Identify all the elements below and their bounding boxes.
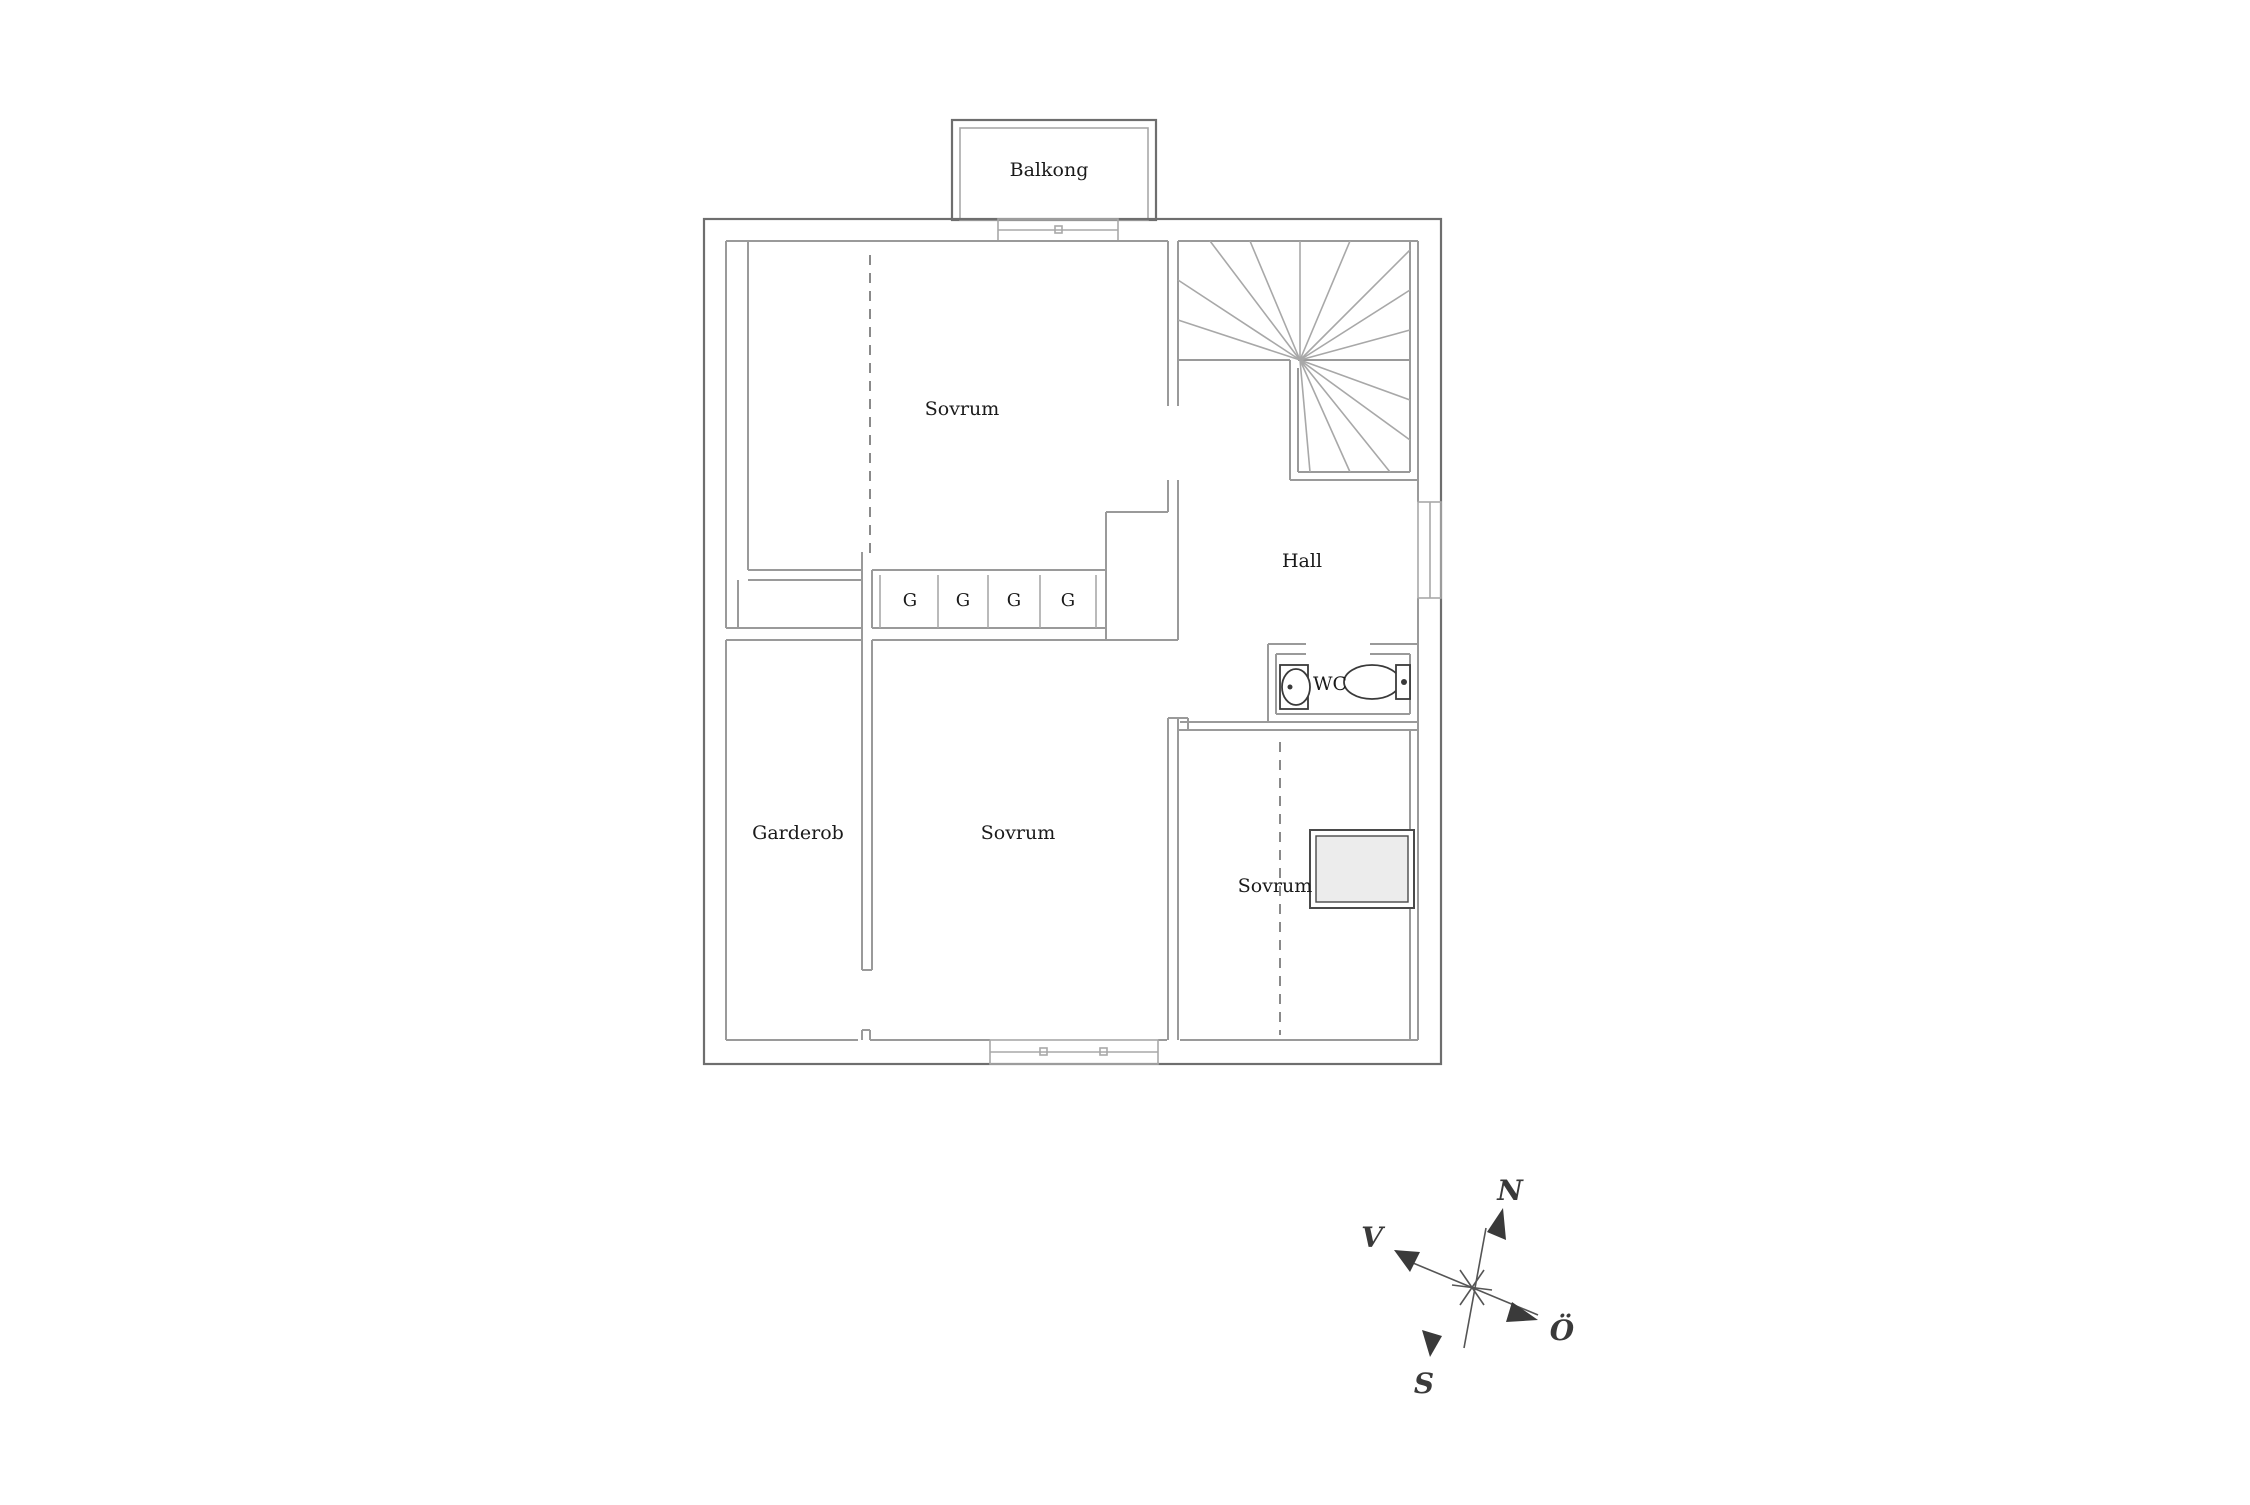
closet-label: G xyxy=(1061,590,1075,611)
label-wardrobe: Garderob xyxy=(752,822,844,844)
south-arrow-icon xyxy=(1422,1330,1442,1357)
sink-icon xyxy=(1279,664,1311,710)
staircase xyxy=(1177,240,1418,481)
closet-row xyxy=(861,552,1178,641)
label-wc: WC xyxy=(1313,673,1347,695)
windows xyxy=(989,218,1442,1065)
compass-rose xyxy=(1394,1208,1539,1357)
skylight-icon xyxy=(1309,829,1415,909)
closet-label: G xyxy=(903,590,917,611)
exterior-walls xyxy=(702,217,1443,1066)
compass-east-label: Ö xyxy=(1550,1313,1575,1347)
wc-walls xyxy=(1180,643,1418,731)
label-bedroom-bottom-right: Sovrum xyxy=(1238,875,1313,897)
lower-left-walls xyxy=(861,640,1189,1040)
compass-south-label: S xyxy=(1414,1367,1434,1400)
east-arrow-icon xyxy=(1506,1302,1538,1322)
bedroom-top-walls xyxy=(726,240,1179,641)
west-arrow-icon xyxy=(1394,1250,1420,1272)
closet-label: G xyxy=(956,590,970,611)
label-balcony: Balkong xyxy=(1010,159,1089,181)
label-hall: Hall xyxy=(1282,550,1322,572)
compass-north-label: N xyxy=(1496,1174,1524,1207)
label-bedroom-bottom-left: Sovrum xyxy=(981,822,1056,844)
label-bedroom-top: Sovrum xyxy=(925,398,1000,420)
compass-west-label: V xyxy=(1361,1221,1386,1254)
toilet-icon xyxy=(1343,664,1411,700)
north-arrow-icon xyxy=(1487,1208,1506,1240)
closet-label: G xyxy=(1007,590,1021,611)
